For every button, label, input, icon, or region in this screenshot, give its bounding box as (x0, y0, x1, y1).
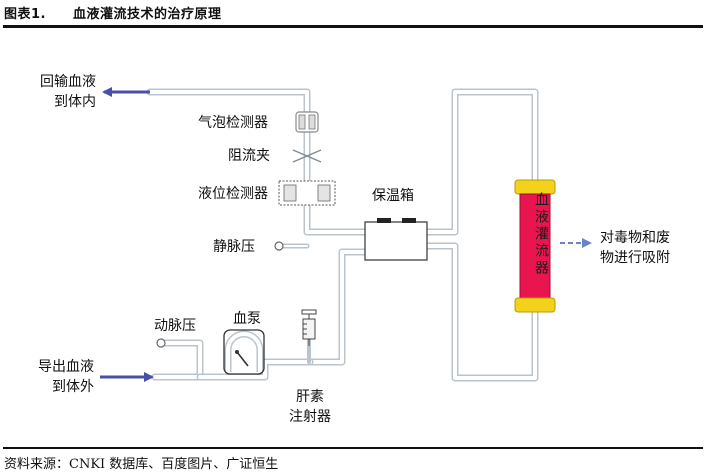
perfusion-device (514, 179, 556, 313)
level-detector-label: 液位检测器 (198, 186, 268, 202)
venous-pressure-label: 静脉压 (213, 239, 255, 255)
tubing (146, 88, 539, 382)
warmer-box (364, 218, 428, 261)
outflow-blood-label: 导出血液 到体外 (38, 357, 94, 397)
figure-number: 图表1. (4, 7, 46, 22)
top-rule (3, 25, 703, 28)
heparin-syringe-icon (301, 309, 317, 346)
return-label-line2: 到体内 (54, 94, 96, 110)
return-label-line1: 回输血液 (40, 74, 96, 90)
arterial-pressure-icon (156, 338, 166, 348)
bottom-rule (3, 447, 703, 449)
source-note: 资料来源：CNKI 数据库、百度图片、广证恒生 (4, 457, 279, 472)
outflow-label-line2: 到体外 (52, 379, 94, 395)
heparin-label-line2: 注射器 (289, 409, 331, 425)
figure-title: 图表1. 血液灌流技术的治疗原理 (4, 3, 222, 22)
adsorb-label-line1: 对毒物和废 (600, 230, 670, 246)
level-detector-icon (278, 180, 336, 206)
warmer-label: 保温箱 (372, 188, 414, 204)
arterial-pressure-label: 动脉压 (154, 318, 196, 334)
adsorb-label: 对毒物和废 物进行吸附 (600, 228, 670, 268)
figure-title-text: 血液灌流技术的治疗原理 (73, 7, 222, 22)
clamp-label: 阻流夹 (228, 148, 270, 164)
perfusion-device-label: 血液灌流器 (533, 192, 549, 277)
adsorb-label-line2: 物进行吸附 (600, 250, 670, 266)
outflow-label-line1: 导出血液 (38, 359, 94, 375)
return-blood-label: 回输血液 到体内 (40, 72, 96, 112)
venous-pressure-icon (274, 241, 284, 251)
heparin-label: 肝素 注射器 (288, 387, 332, 427)
bubble-detector-icon (295, 111, 319, 133)
blood-pump-icon (223, 329, 265, 375)
clamp-icon (292, 149, 322, 163)
heparin-label-line1: 肝素 (296, 389, 324, 405)
bubble-detector-label: 气泡检测器 (198, 115, 268, 131)
blood-pump-label: 血泵 (233, 311, 261, 327)
